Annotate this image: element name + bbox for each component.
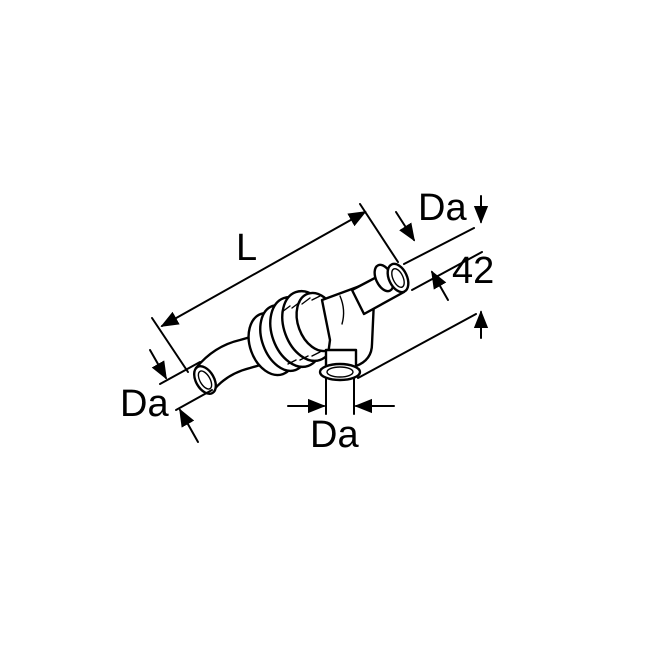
- diameter-right-label: Da: [418, 187, 467, 229]
- t-fitting: [192, 262, 410, 395]
- length-label: L: [236, 227, 257, 269]
- dimension-diameter-left: Da: [120, 349, 213, 443]
- dimension-length: L: [151, 203, 399, 373]
- left-tube-end-ring: [192, 365, 218, 395]
- bottom-outlet-ring: [318, 362, 362, 382]
- dimension-diameter-bottom: Da: [287, 377, 395, 456]
- dimension-diameter-right: Da: [395, 187, 489, 301]
- dimension-height: 42: [357, 250, 494, 379]
- diameter-bottom-label: Da: [310, 414, 359, 456]
- diameter-left-label: Da: [120, 383, 169, 425]
- height-label: 42: [452, 250, 494, 292]
